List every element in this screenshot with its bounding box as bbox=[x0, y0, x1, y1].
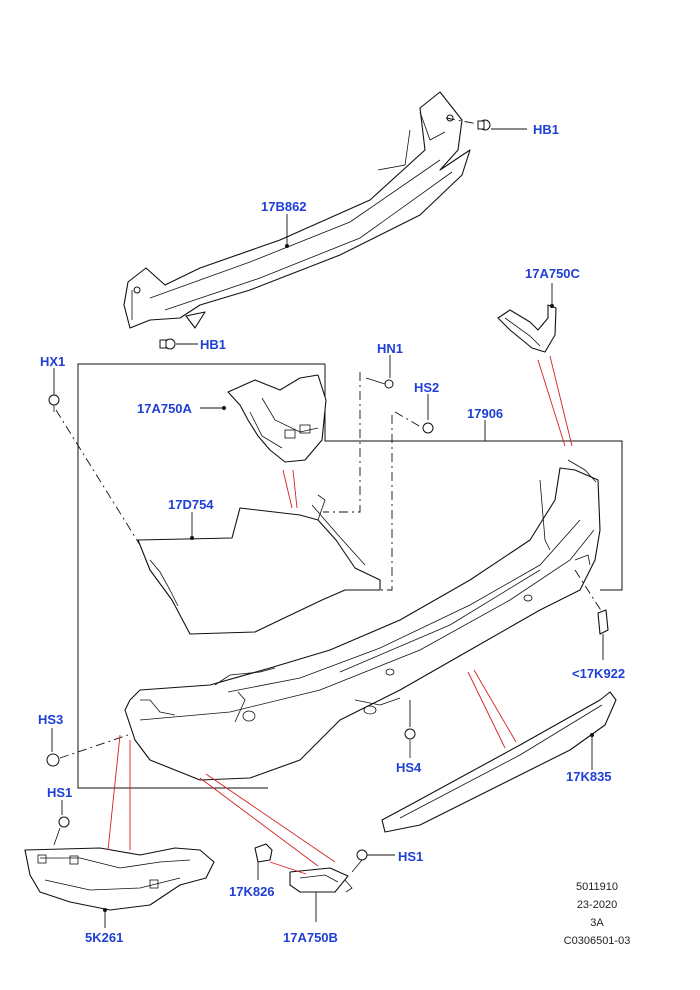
bolt-hb1-lower bbox=[159, 338, 198, 350]
bracket-17a750c bbox=[497, 283, 573, 447]
footer-line-3: 3A bbox=[590, 917, 604, 929]
bumper-panel-17d754 bbox=[137, 494, 381, 635]
callout-hs4: HS4 bbox=[396, 760, 422, 775]
callout-17k826: 17K826 bbox=[229, 884, 275, 899]
fastener-hs3 bbox=[46, 728, 129, 767]
bracket-17a750b bbox=[199, 773, 353, 922]
callout-hs1-left: HS1 bbox=[47, 785, 72, 800]
fastener-hn1 bbox=[365, 355, 394, 389]
callout-5k261: 5K261 bbox=[85, 930, 123, 945]
callout-hn1: HN1 bbox=[377, 341, 403, 356]
footer-line-2: 23-2020 bbox=[577, 899, 617, 911]
fastener-hs4 bbox=[404, 700, 416, 758]
bumper-cover-17906 bbox=[124, 420, 601, 781]
callout-17906: 17906 bbox=[467, 406, 503, 421]
reinforcement-beam-17b862 bbox=[123, 91, 471, 329]
callout-hs2: HS2 bbox=[414, 380, 439, 395]
callout-17k922: <17K922 bbox=[572, 666, 625, 681]
fastener-hs2 bbox=[394, 394, 434, 434]
callout-17k835: 17K835 bbox=[566, 769, 612, 784]
callout-17b862: 17B862 bbox=[261, 199, 307, 214]
footer-line-4: C0306501-03 bbox=[564, 935, 631, 947]
callout-17d754: 17D754 bbox=[168, 497, 214, 512]
trim-strip-17k835 bbox=[381, 669, 617, 833]
shield-5k261 bbox=[24, 734, 215, 928]
bolt-hb1-top bbox=[445, 117, 527, 131]
callout-hs3: HS3 bbox=[38, 712, 63, 727]
clip-17k922 bbox=[574, 569, 609, 660]
bracket-17a750a bbox=[200, 374, 327, 509]
callout-hb1-top: HB1 bbox=[533, 122, 559, 137]
callout-17a750c: 17A750C bbox=[525, 266, 581, 281]
callout-hb1-mid: HB1 bbox=[200, 337, 226, 352]
callout-hx1: HX1 bbox=[40, 354, 65, 369]
fastener-hs1-left bbox=[53, 800, 70, 846]
callout-hs1-right: HS1 bbox=[398, 849, 423, 864]
callout-17a750b: 17A750B bbox=[283, 930, 338, 945]
fastener-hx1 bbox=[48, 368, 141, 546]
clip-17k826 bbox=[254, 843, 273, 880]
callout-17a750a: 17A750A bbox=[137, 401, 193, 416]
footer-line-1: 5011910 bbox=[576, 881, 618, 893]
fastener-hs1-right bbox=[351, 849, 395, 873]
